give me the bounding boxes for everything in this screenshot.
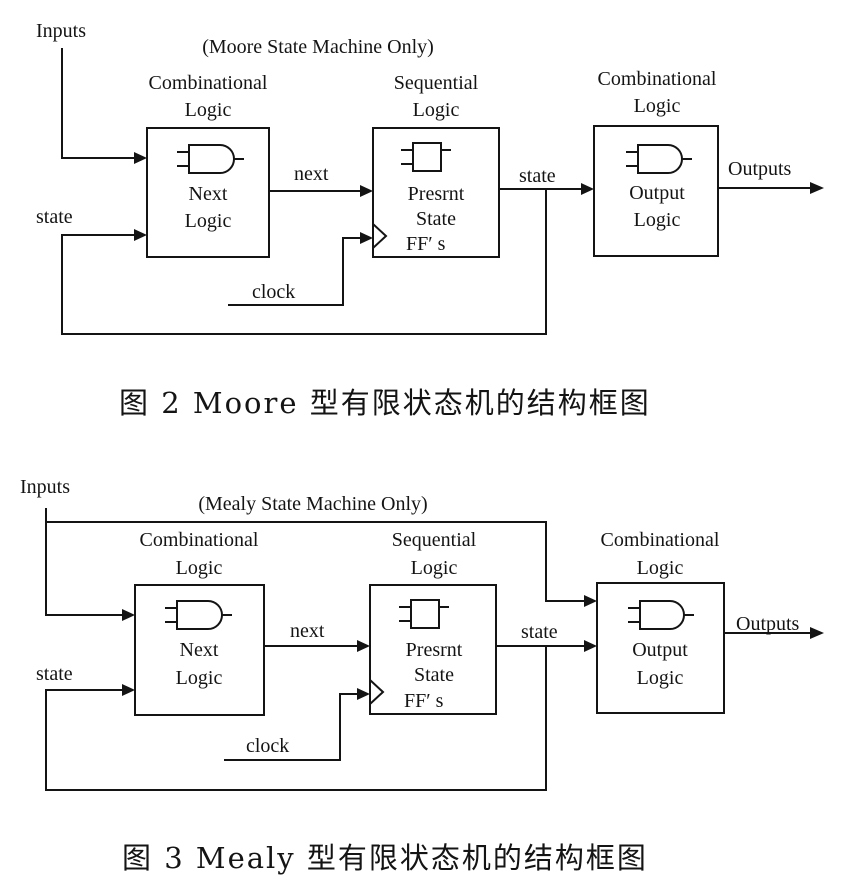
moore-next-and-gate-icon	[177, 144, 244, 174]
moore-clock-label: clock	[252, 281, 295, 303]
mealy-inputs-bypass-arrow	[584, 595, 597, 607]
moore-inputs-arrow	[134, 152, 147, 164]
moore-comb2-title: Combinational	[598, 68, 717, 90]
mealy-seq-title: Sequential	[392, 529, 477, 551]
mealy-next-logic-box	[134, 584, 265, 716]
moore-clock-arrow	[360, 232, 373, 244]
mealy-next-arrow	[357, 640, 370, 652]
moore-state-in-label: state	[36, 206, 73, 228]
moore-figure-caption: 图 2 Moore 型有限状态机的结构框图	[119, 386, 651, 420]
mealy-output-and-gate-icon	[628, 600, 694, 630]
mealy-figure-caption: 图 3 Mealy 型有限状态机的结构框图	[122, 841, 648, 875]
mealy-next-and-gate-icon	[165, 600, 232, 630]
mealy-present-state-label-2: State	[414, 664, 454, 686]
moore-outputs-label: Outputs	[728, 158, 792, 180]
mealy-machine-note: (Mealy State Machine Only)	[198, 493, 427, 515]
moore-next-arrow	[360, 185, 373, 197]
moore-next-logic-label: Next	[189, 183, 228, 205]
moore-seq-title-2: Logic	[413, 99, 460, 121]
mealy-output-logic-label: Output	[632, 639, 688, 661]
mealy-output-logic-label-2: Logic	[637, 667, 684, 689]
moore-present-state-box	[372, 127, 500, 258]
moore-machine-note: (Moore State Machine Only)	[202, 36, 434, 58]
moore-outputs-arrow	[810, 182, 824, 194]
mealy-comb2-title-2: Logic	[637, 557, 684, 579]
mealy-inputs-wire	[45, 508, 124, 616]
mealy-present-state-label: Presrnt	[406, 639, 463, 661]
mealy-clock-edge-icon	[369, 679, 385, 705]
mealy-diagram: Inputs (Mealy State Machine Only) Combin…	[20, 476, 824, 875]
mealy-state-arrow	[584, 640, 597, 652]
mealy-inputs-bypass-wire	[46, 521, 586, 602]
moore-state-feedback-arrow	[134, 229, 147, 241]
mealy-comb1-title-2: Logic	[176, 557, 223, 579]
mealy-flip-flop-icon	[399, 599, 449, 629]
moore-clock-edge-icon	[372, 223, 388, 249]
mealy-seq-title-2: Logic	[411, 557, 458, 579]
mealy-next-logic-label: Next	[180, 639, 219, 661]
mealy-state-in-label: state	[36, 663, 73, 685]
moore-next-label: next	[294, 163, 329, 185]
moore-next-logic-label-2: Logic	[185, 210, 232, 232]
mealy-state-feedback-wire	[45, 646, 547, 791]
moore-comb1-title-2: Logic	[185, 99, 232, 121]
moore-present-state-label-2: State	[416, 208, 456, 230]
mealy-outputs-arrow	[810, 627, 824, 639]
moore-output-and-gate-icon	[626, 144, 692, 174]
moore-inputs-label: Inputs	[36, 20, 86, 42]
moore-state-arrow	[581, 183, 594, 195]
mealy-state-feedback-arrow	[122, 684, 135, 696]
moore-state-out-label: state	[519, 165, 556, 187]
mealy-outputs-label: Outputs	[736, 613, 800, 635]
moore-present-state-label: Presrnt	[408, 183, 465, 205]
mealy-present-state-box	[369, 584, 497, 715]
mealy-present-state-label-3: FF′ s	[404, 690, 444, 712]
moore-state-feedback-wire	[61, 189, 547, 335]
mealy-output-logic-box	[596, 582, 725, 714]
mealy-inputs-arrow	[122, 609, 135, 621]
moore-present-state-label-3: FF′ s	[406, 233, 446, 255]
moore-comb2-title-2: Logic	[634, 95, 681, 117]
moore-inputs-wire	[61, 48, 136, 159]
moore-output-logic-box	[593, 125, 719, 257]
mealy-inputs-label: Inputs	[20, 476, 70, 498]
moore-next-logic-box	[146, 127, 270, 258]
mealy-clock-wire	[224, 693, 359, 761]
moore-clock-wire	[228, 237, 362, 306]
mealy-state-out-label: state	[521, 621, 558, 643]
mealy-clock-label: clock	[246, 735, 289, 757]
moore-output-logic-label-2: Logic	[634, 209, 681, 231]
moore-diagram: Inputs (Moore State Machine Only) Combin…	[36, 20, 824, 420]
moore-flip-flop-icon	[401, 142, 451, 172]
moore-output-logic-label: Output	[629, 182, 685, 204]
mealy-comb1-title: Combinational	[140, 529, 259, 551]
mealy-next-label: next	[290, 620, 325, 642]
moore-seq-title: Sequential	[394, 72, 479, 94]
mealy-clock-arrow	[357, 688, 370, 700]
moore-comb1-title: Combinational	[149, 72, 268, 94]
mealy-next-logic-label-2: Logic	[176, 667, 223, 689]
mealy-comb2-title: Combinational	[601, 529, 720, 551]
